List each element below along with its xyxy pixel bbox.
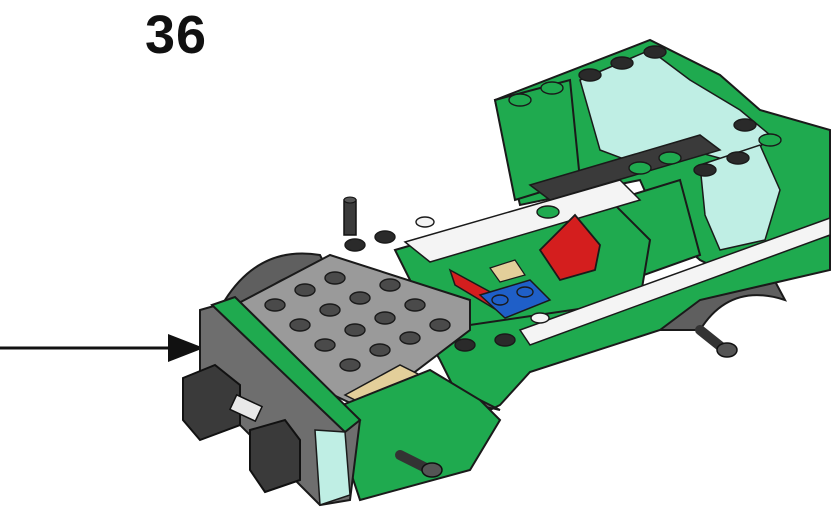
white-trim (403, 179, 642, 263)
headlight-glass (314, 429, 351, 507)
step-number: 36 (145, 5, 208, 65)
green-front-bar (210, 295, 362, 434)
callout-arrow (0, 334, 204, 362)
roof-rail (528, 134, 722, 201)
front-axle (395, 450, 443, 478)
tan-tile (489, 259, 526, 283)
blue-studs (491, 286, 534, 306)
rear-axle (695, 325, 738, 358)
roof-studs (508, 81, 782, 219)
license-plate (228, 393, 264, 423)
roof-black-studs (344, 45, 757, 352)
red-seat (538, 213, 601, 282)
lego-vehicle-icon (182, 38, 831, 507)
white-studs (415, 216, 550, 324)
hood-studs (264, 271, 451, 372)
side-window-glass (699, 144, 781, 251)
front-side-panel (328, 368, 502, 502)
antenna-pin (343, 196, 357, 236)
white-trim-lower (518, 216, 831, 346)
bumper-left (182, 363, 241, 442)
bumper-right (249, 418, 301, 494)
